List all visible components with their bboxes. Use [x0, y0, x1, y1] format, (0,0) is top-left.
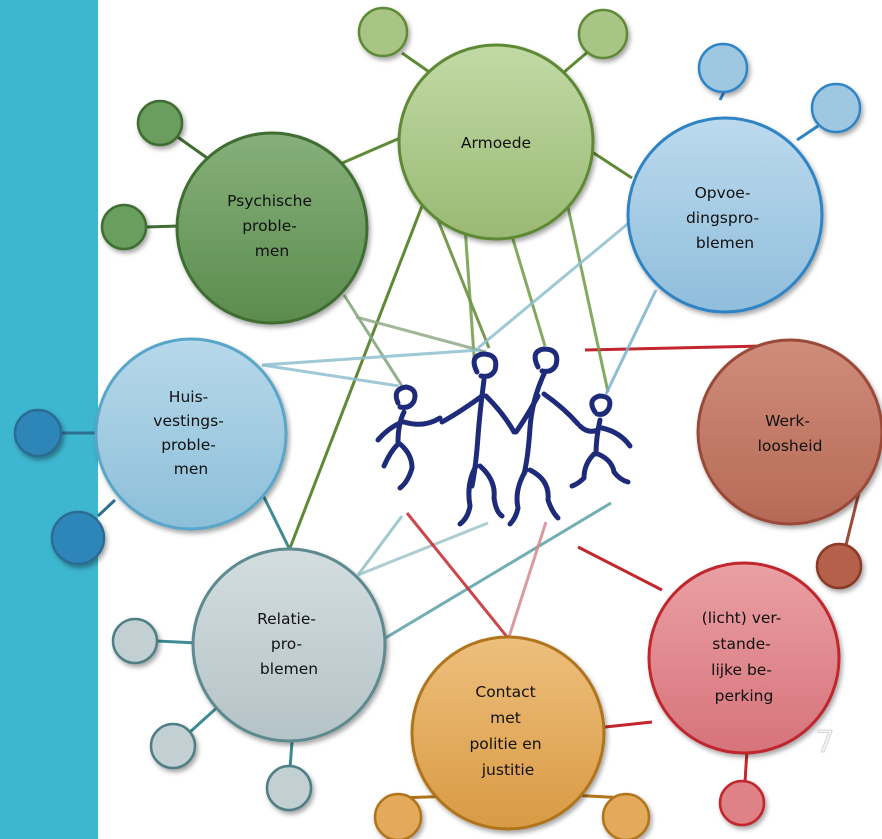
satellite-node: [810, 82, 862, 134]
satellite-node: [577, 8, 629, 60]
satellite-node: [265, 764, 313, 812]
hub-label-relatie: Relatie- pro- blemen: [257, 610, 321, 678]
hub-label-verstandelijk: (licht) ver- stande- lijke be- perking: [702, 609, 787, 705]
satellite-node: [601, 792, 651, 839]
satellite-node: [815, 542, 863, 590]
hub-node-armoede: [397, 43, 595, 241]
satellite-node: [718, 779, 766, 827]
satellite-node: [373, 792, 423, 839]
satellite-node: [50, 510, 106, 566]
satellite-node: [100, 203, 148, 251]
satellite-node: [136, 99, 184, 147]
satellite-node: [149, 722, 197, 770]
hub-node-werkloosheid: [696, 338, 882, 526]
hub-label-werkloosheid: Werk- loosheid: [758, 412, 823, 455]
hub-node-opvoeding: [626, 116, 824, 314]
hub-node-relatie: [191, 547, 387, 743]
hub-label-psychische: Psychische proble- men: [227, 192, 317, 260]
hub-label-contact: Contact met politie en justitie: [469, 683, 546, 779]
hub-label-huisvesting: Huis- vestings- proble- men: [153, 388, 228, 478]
hub-nodes: [94, 43, 882, 831]
hub-node-huisvesting: [94, 337, 288, 531]
satellite-node: [697, 42, 749, 94]
hub-label-opvoeding: Opvoe- dingspro- blemen: [686, 184, 764, 252]
satellite-node: [357, 6, 409, 58]
satellite-node: [111, 617, 159, 665]
satellite-nodes: [13, 6, 863, 839]
hub-node-verstandelijk: [647, 561, 841, 755]
satellite-node: [13, 408, 63, 458]
page-number: 7: [815, 725, 834, 760]
hub-node-contact: [410, 635, 606, 831]
family-dancing-icon: [375, 346, 633, 527]
hub-node-psychische: [175, 131, 369, 325]
hub-labels: Armoede Psychische proble- men Opvoe- di…: [153, 134, 822, 779]
hub-label-armoede: Armoede: [461, 134, 531, 152]
